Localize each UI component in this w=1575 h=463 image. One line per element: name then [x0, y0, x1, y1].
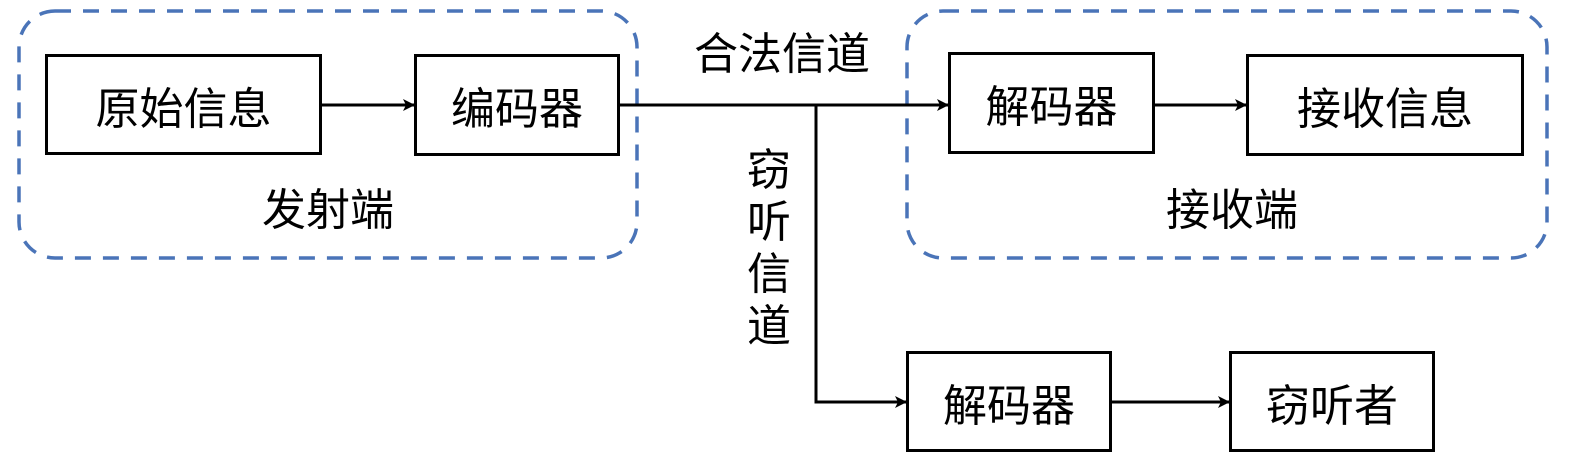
eavesdrop-channel-char: 道	[747, 301, 791, 352]
node-original-info-label: 原始信息	[95, 83, 272, 135]
transmitter-group-frame	[17, 9, 639, 260]
eavesdrop-channel-char: 听	[747, 197, 791, 248]
legit-channel-label: 合法信道	[694, 29, 870, 80]
node-received-info: 接收信息	[1246, 54, 1524, 156]
node-decoder-eve-label: 解码器	[943, 380, 1075, 432]
edge-eavesdrop-channel	[814, 105, 907, 408]
node-eavesdropper: 窃听者	[1229, 351, 1435, 452]
eavesdrop-channel-label: 窃 听 信 道	[744, 145, 794, 353]
eavesdrop-channel-char: 信	[747, 249, 791, 300]
node-encoder-label: 编码器	[451, 84, 583, 135]
node-decoder-legit: 解码器	[948, 52, 1155, 154]
node-decoder-eve: 解码器	[906, 351, 1112, 452]
eavesdrop-channel-char: 窃	[747, 145, 791, 196]
node-original-info: 原始信息	[45, 54, 322, 155]
node-encoder: 编码器	[414, 54, 620, 156]
node-eavesdropper-label: 窃听者	[1266, 380, 1398, 432]
transmitter-group-label: 发射端	[262, 185, 394, 236]
node-received-info-label: 接收信息	[1297, 84, 1473, 135]
receiver-group-frame	[905, 9, 1549, 260]
node-decoder-legit-label: 解码器	[985, 82, 1118, 133]
receiver-group-label: 接收端	[1166, 185, 1298, 236]
